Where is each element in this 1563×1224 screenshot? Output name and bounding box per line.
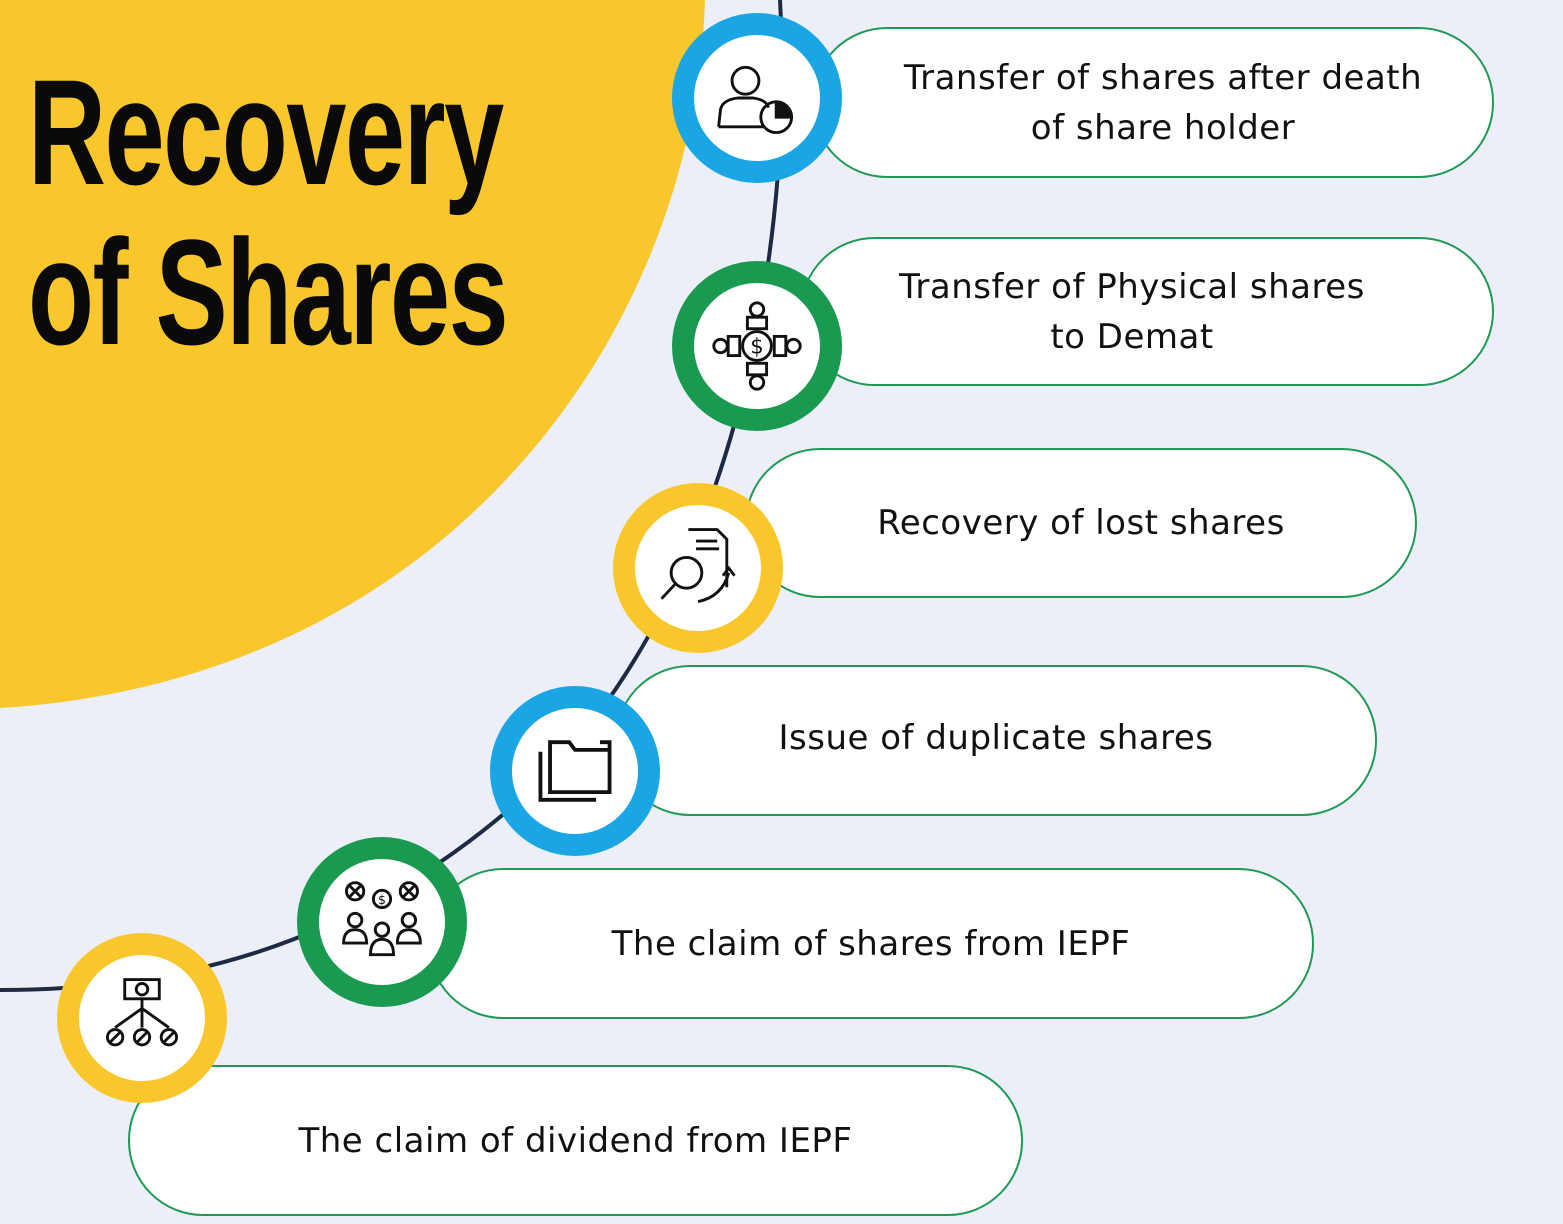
- group-dollar-icon: $: [342, 881, 422, 957]
- step-circle-6: [57, 933, 227, 1103]
- page-title: Recovery of Shares: [28, 48, 509, 376]
- folders-icon: [538, 740, 612, 802]
- step-label: Recovery of lost shares: [877, 503, 1285, 543]
- step-box-5: The claim of shares from IEPF: [428, 868, 1314, 1019]
- dividend-split-icon: [106, 978, 178, 1047]
- yellow-quarter-circle: [0, 0, 705, 708]
- step-label: Transfer of Physical shares to Demat: [899, 266, 1365, 357]
- step-box-3: Recovery of lost shares: [745, 448, 1417, 598]
- step-circle-1: [672, 13, 842, 183]
- step-label: The claim of shares from IEPF: [611, 923, 1131, 964]
- step-box-1: Transfer of shares after death of share …: [812, 27, 1494, 178]
- step-box-4: Issue of duplicate shares: [615, 665, 1377, 816]
- user-pie-chart-icon: [717, 65, 794, 134]
- step-label: Transfer of shares after death of share …: [903, 57, 1423, 148]
- step-label: The claim of dividend from IEPF: [298, 1120, 853, 1161]
- step-circle-2: $: [672, 261, 842, 431]
- step-box-6: The claim of dividend from IEPF: [128, 1065, 1023, 1216]
- title-line-2: of Shares: [28, 208, 509, 376]
- step-circle-3: [613, 483, 783, 653]
- title-line-1: Recovery: [28, 48, 504, 216]
- people-around-dollar-icon: $: [712, 301, 802, 391]
- svg-text:$: $: [750, 334, 763, 359]
- step-label: Issue of duplicate shares: [778, 718, 1214, 758]
- step-box-2: Transfer of Physical shares to Demat: [800, 237, 1494, 386]
- document-search-icon: [660, 528, 736, 604]
- step-circle-4: [490, 686, 660, 856]
- svg-text:$: $: [378, 892, 386, 907]
- step-circle-5: $: [297, 837, 467, 1007]
